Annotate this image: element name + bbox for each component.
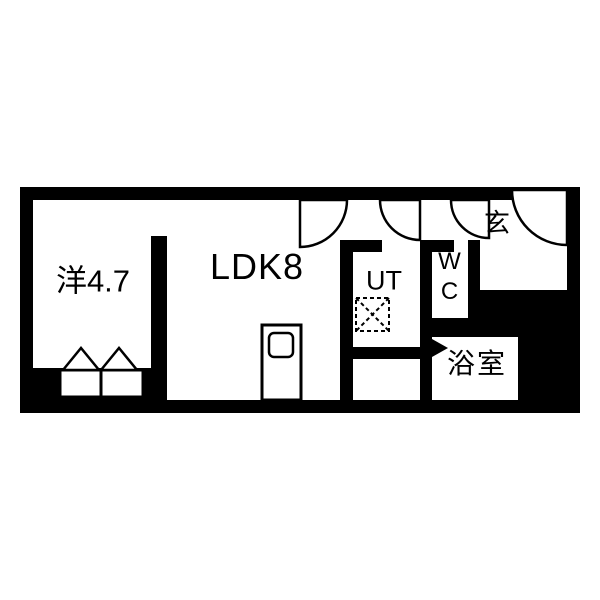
- washing-machine-pan-icon: [355, 297, 390, 332]
- kitchen-fixture: [260, 323, 303, 402]
- room-label-western: 洋4.7: [55, 263, 131, 299]
- door-arc-wc: [449, 198, 491, 240]
- door-arc-ut: [378, 198, 422, 242]
- door-arcs: [298, 188, 569, 249]
- door-arc-entrance: [510, 188, 569, 247]
- door-arc-ldk: [298, 198, 349, 249]
- outer-walls: [20, 187, 580, 413]
- room-label-entrance: 玄: [483, 208, 511, 238]
- closet-fold-doors-icon: [60, 346, 140, 372]
- room-label-wc: WC: [436, 248, 463, 308]
- bath-door-icon: [432, 339, 448, 357]
- room-label-ldk: LDK8: [209, 246, 305, 287]
- bay-window: [58, 368, 145, 399]
- room-label-ut: UT: [366, 265, 402, 296]
- room-label-bath: 浴室: [446, 348, 508, 379]
